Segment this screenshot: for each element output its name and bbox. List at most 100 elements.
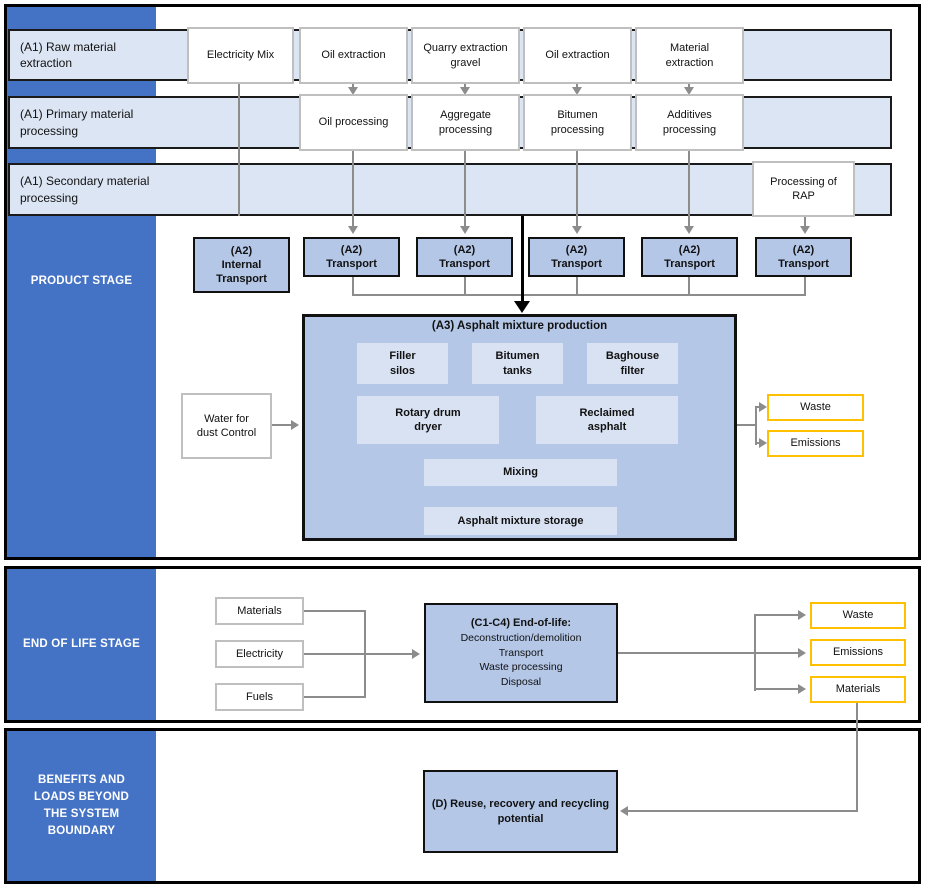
connector-main-to-a3: [521, 216, 524, 304]
arrowhead-c-materials: [798, 684, 806, 694]
box-materials-eol: Materials: [810, 676, 906, 703]
connector-c-materials: [754, 688, 800, 690]
box-quarry-extraction-gravel: Quarry extraction gravel: [411, 27, 520, 84]
stub-transport-5: [804, 277, 806, 296]
box-rotary-drum-dryer: Rotary drum dryer: [357, 396, 499, 444]
box-oil-extraction-1-label: Oil extraction: [321, 49, 386, 62]
arrowhead-c-box: [412, 649, 420, 659]
box-bitumen-tanks: Bitumen tanks: [472, 343, 563, 384]
stub-transport-2: [464, 277, 466, 296]
box-c1-c4-item-waste-processing: Waste processing: [479, 661, 563, 674]
connector-material-down: [688, 83, 690, 89]
box-mixing: Mixing: [424, 459, 617, 486]
connector-oil-ext-down: [352, 83, 354, 89]
box-fuels-input-label: Fuels: [246, 690, 273, 703]
box-c1-c4-item-deconstruction: Deconstruction/demolition: [460, 632, 582, 645]
connector-c-waste: [754, 614, 800, 616]
box-processing-of-rap-label: Processing of RAP: [770, 175, 837, 202]
box-c1-c4-title: (C1-C4) End-of-life:: [470, 617, 572, 630]
connector-materials-down: [856, 703, 858, 811]
connector-aggproc-transport: [464, 151, 466, 227]
arrowhead-transport-5: [800, 226, 810, 234]
connector-rap-transport: [804, 217, 806, 227]
box-materials-input: Materials: [215, 597, 304, 625]
connector-eol-electricity: [304, 653, 414, 655]
box-waste-eol: Waste: [810, 602, 906, 629]
box-asphalt-mixture-storage: Asphalt mixture storage: [424, 507, 617, 535]
connector-eol-fuels: [304, 696, 366, 698]
box-oil-extraction-1: Oil extraction: [299, 27, 408, 84]
box-reclaimed-asphalt-label: Reclaimed asphalt: [579, 406, 635, 433]
box-waste-product-stage-label: Waste: [800, 401, 831, 414]
box-a2-transport-2: (A2) Transport: [416, 237, 513, 277]
arrowhead-oil-processing: [348, 87, 358, 95]
connector-c-out-v: [754, 614, 756, 691]
box-c1-c4-item-disposal: Disposal: [500, 676, 542, 689]
box-a3-title: (A3) Asphalt mixture production: [431, 320, 608, 332]
box-a2-transport-1: (A2) Transport: [303, 237, 400, 277]
arrowhead-a3-emissions: [759, 438, 767, 448]
arrowhead-transport-1: [348, 226, 358, 234]
box-electricity-mix-label: Electricity Mix: [206, 49, 275, 62]
box-rotary-drum-dryer-label: Rotary drum dryer: [395, 406, 461, 433]
box-material-extraction: Material extraction: [635, 27, 744, 84]
box-baghouse-filter: Baghouse filter: [587, 343, 678, 384]
connector-a3-waste: [755, 406, 761, 408]
box-filler-silos: Filler silos: [357, 343, 448, 384]
box-a2-transport-5: (A2) Transport: [755, 237, 852, 277]
connector-bitproc-transport: [576, 151, 578, 227]
arrowhead-c-emissions: [798, 648, 806, 658]
collector-transport: [352, 294, 806, 296]
stub-transport-4: [688, 277, 690, 296]
arrowhead-transport-3: [572, 226, 582, 234]
box-material-extraction-label: Material extraction: [665, 42, 714, 69]
collector-eol-inputs: [364, 610, 366, 698]
connector-water-a3: [271, 424, 293, 426]
benefits-frame: [4, 728, 921, 884]
arrowhead-aggregate-processing: [460, 87, 470, 95]
sidebar-benefits: BENEFITS AND LOADS BEYOND THE SYSTEM BOU…: [7, 731, 156, 881]
arrowhead-bitumen-processing: [572, 87, 582, 95]
box-bitumen-tanks-label: Bitumen tanks: [495, 350, 540, 377]
box-emissions-eol-label: Emissions: [832, 646, 884, 659]
box-emissions-product-stage-label: Emissions: [790, 437, 841, 450]
box-fuels-input: Fuels: [215, 683, 304, 711]
arrowhead-additives-processing: [684, 87, 694, 95]
box-asphalt-mixture-storage-label: Asphalt mixture storage: [457, 514, 584, 527]
band-primary-material-processing-label: (A1) Primary material processing: [20, 107, 134, 138]
box-materials-input-label: Materials: [237, 604, 282, 617]
box-a2-transport-2-label: (A2) Transport: [439, 243, 490, 270]
box-a2-transport-5-label: (A2) Transport: [778, 243, 829, 270]
product-stage-frame: [4, 4, 921, 560]
box-oil-extraction-2-label: Oil extraction: [545, 49, 610, 62]
box-oil-processing-label: Oil processing: [318, 116, 389, 129]
connector-eol-materials: [304, 610, 366, 612]
box-waste-eol-label: Waste: [842, 609, 874, 622]
band-secondary-material-processing-label: (A1) Secondary material processing: [20, 174, 150, 205]
box-bitumen-processing-label: Bitumen processing: [550, 109, 605, 136]
box-a2-transport-3-label: (A2) Transport: [551, 243, 602, 270]
arrowhead-transport-2: [460, 226, 470, 234]
box-additives-processing-label: Additives processing: [662, 109, 717, 136]
box-water-for-dust-control-label: Water for dust Control: [196, 412, 257, 439]
box-emissions-eol: Emissions: [810, 639, 906, 666]
arrowhead-a3-waste: [759, 402, 767, 412]
connector-electricity-down: [238, 83, 240, 216]
box-oil-processing: Oil processing: [299, 94, 408, 151]
box-quarry-extraction-gravel-label: Quarry extraction gravel: [423, 42, 508, 69]
box-waste-product-stage: Waste: [767, 394, 864, 421]
box-d-reuse-recovery-recycling-label: (D) Reuse, recovery and recycling potent…: [431, 798, 610, 825]
connector-quarry-down: [464, 83, 466, 89]
box-a2-transport-4-label: (A2) Transport: [664, 243, 715, 270]
connector-a3-emissions: [755, 442, 761, 444]
end-of-life-frame: [4, 566, 921, 723]
band-raw-material-extraction-label: (A1) Raw material extraction: [20, 39, 117, 70]
box-processing-of-rap: Processing of RAP: [752, 161, 855, 217]
box-aggregate-processing-label: Aggregate processing: [438, 109, 493, 136]
box-a2-transport-4: (A2) Transport: [641, 237, 738, 277]
box-bitumen-processing: Bitumen processing: [523, 94, 632, 151]
box-d-reuse-recovery-recycling: (D) Reuse, recovery and recycling potent…: [423, 770, 618, 853]
connector-to-d-box: [628, 810, 858, 812]
box-reclaimed-asphalt: Reclaimed asphalt: [536, 396, 678, 444]
